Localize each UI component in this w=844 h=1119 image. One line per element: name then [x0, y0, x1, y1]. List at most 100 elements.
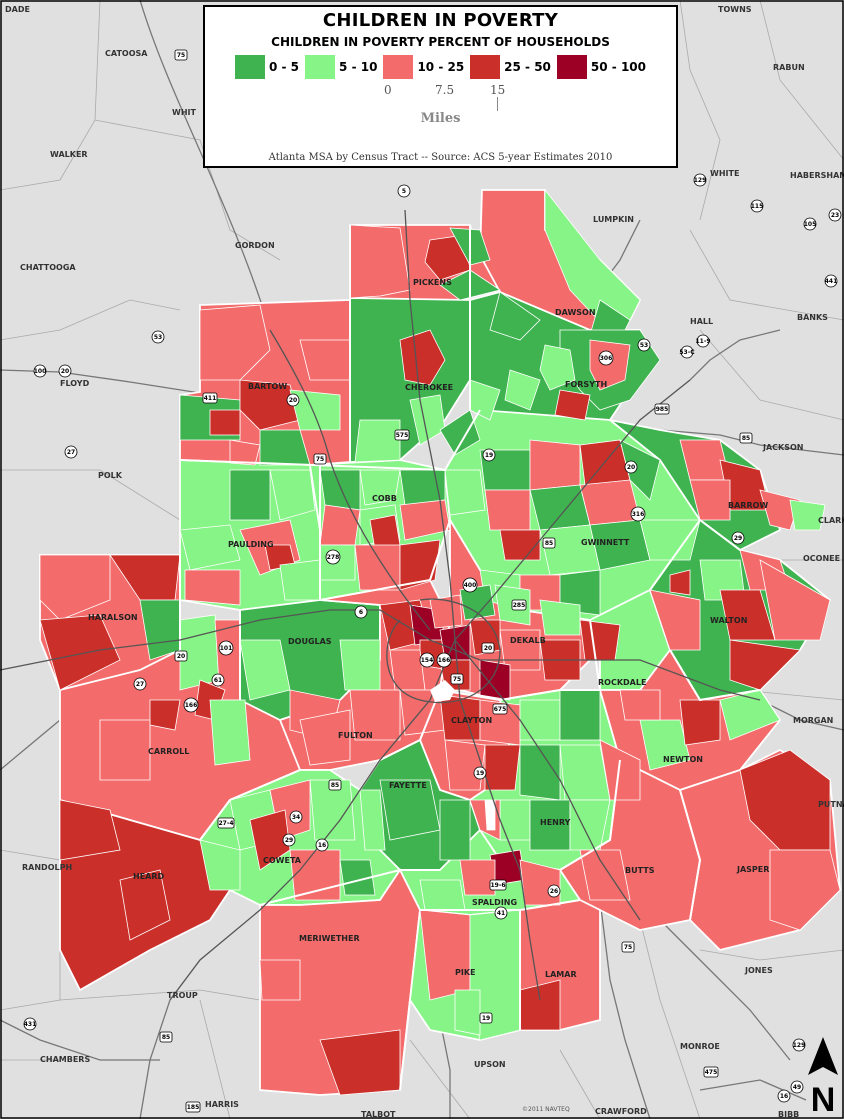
svg-text:19: 19	[482, 1015, 490, 1022]
svg-text:DEKALB: DEKALB	[510, 636, 546, 645]
shield-316: 316	[630, 506, 646, 522]
svg-text:85: 85	[331, 782, 339, 789]
north-arrow-icon: N	[808, 1037, 838, 1115]
svg-text:WALKER: WALKER	[50, 150, 88, 159]
scale-line	[497, 97, 498, 111]
shield-20c: 20	[624, 460, 638, 474]
svg-text:FULTON: FULTON	[338, 731, 373, 740]
legend-class-label: 0 - 5	[269, 60, 300, 74]
svg-text:JASPER: JASPER	[736, 865, 769, 874]
svg-text:SPALDING: SPALDING	[472, 898, 517, 907]
svg-text:19-6: 19-6	[490, 882, 505, 889]
shield-41: 41	[494, 906, 508, 920]
svg-text:101: 101	[220, 645, 233, 652]
svg-text:475: 475	[705, 1069, 718, 1076]
svg-text:CLAYTON: CLAYTON	[451, 716, 492, 725]
svg-text:TROUP: TROUP	[167, 991, 198, 1000]
svg-text:JACKSON: JACKSON	[762, 443, 804, 452]
shield-101: 101	[218, 640, 234, 656]
shield-85a: 85	[739, 432, 753, 444]
svg-text:HENRY: HENRY	[540, 818, 571, 827]
shield-23: 23	[828, 208, 842, 222]
svg-text:75: 75	[316, 456, 324, 463]
svg-text:WHITE: WHITE	[710, 169, 739, 178]
shield-27-4: 27-4	[217, 817, 235, 829]
shield-278: 278	[325, 549, 341, 565]
shield-26: 26	[547, 884, 561, 898]
svg-text:61: 61	[214, 677, 222, 684]
shield-75a: 75	[174, 49, 188, 61]
legend-class-label: 5 - 10	[339, 60, 378, 74]
shield-20d: 20	[481, 642, 495, 654]
route-shields: 75 5 53 100 20 411 20 575 75 19 306 53 1…	[23, 49, 842, 1113]
svg-text:41: 41	[497, 910, 505, 917]
svg-text:115: 115	[751, 203, 764, 210]
county-boundaries	[179, 225, 761, 1091]
svg-text:185: 185	[187, 1104, 200, 1111]
svg-text:19: 19	[485, 452, 493, 459]
shield-154: 154	[419, 652, 435, 668]
svg-text:575: 575	[396, 432, 409, 439]
svg-text:UPSON: UPSON	[474, 1060, 506, 1069]
tract-patches	[39, 188, 841, 1096]
shield-16b: 16	[777, 1089, 791, 1103]
svg-text:27: 27	[67, 449, 75, 456]
shield-985: 985	[654, 403, 670, 415]
svg-text:306: 306	[600, 355, 613, 362]
scale-unit: Miles	[420, 111, 461, 126]
legend-classes: 0 - 5 5 - 10 10 - 25 25 - 50 50 - 100	[205, 55, 676, 79]
legend-title: CHILDREN IN POVERTY	[322, 10, 559, 31]
shield-306: 306	[598, 350, 614, 366]
svg-text:DADE: DADE	[5, 5, 30, 14]
shield-6: 6	[354, 605, 368, 619]
shield-185: 185	[185, 1101, 201, 1113]
svg-text:20: 20	[484, 645, 492, 652]
svg-text:129: 129	[793, 1042, 806, 1049]
svg-text:285: 285	[513, 602, 526, 609]
shield-53: 53	[151, 330, 165, 344]
svg-text:CHATTOOGA: CHATTOOGA	[20, 263, 76, 272]
shield-475: 475	[703, 1066, 719, 1078]
shield-85c: 85	[328, 779, 342, 791]
county-labels: DADE CATOOSA WHIT WALKER CHATTOOGA GORDO…	[5, 5, 844, 1119]
svg-text:53: 53	[640, 342, 648, 349]
svg-text:75: 75	[177, 52, 185, 59]
svg-text:100: 100	[34, 368, 47, 375]
svg-text:HEARD: HEARD	[133, 872, 165, 881]
svg-text:FLOYD: FLOYD	[60, 379, 90, 388]
svg-text:RABUN: RABUN	[773, 63, 805, 72]
scale-tick-7-5: 7.5	[435, 83, 455, 97]
svg-text:FAYETTE: FAYETTE	[389, 781, 427, 790]
shield-400: 400	[462, 577, 478, 593]
svg-text:85: 85	[162, 1034, 170, 1041]
shield-16: 16	[315, 838, 329, 852]
svg-text:53: 53	[154, 334, 162, 341]
shield-19c: 19	[479, 1012, 493, 1024]
svg-text:16: 16	[318, 842, 326, 849]
legend-swatch	[305, 55, 336, 79]
shield-100: 100	[33, 364, 47, 378]
shield-129: 129	[693, 173, 707, 187]
svg-text:75: 75	[453, 676, 461, 683]
svg-text:BUTTS: BUTTS	[625, 866, 655, 875]
svg-text:29: 29	[285, 837, 293, 844]
svg-text:GWINNETT: GWINNETT	[581, 538, 630, 547]
svg-text:27-4: 27-4	[218, 820, 233, 827]
shield-27b: 27	[133, 677, 147, 691]
svg-text:985: 985	[656, 406, 669, 413]
copyright: ©2011 NAVTEQ	[522, 1106, 570, 1113]
svg-text:11-9: 11-9	[695, 338, 710, 345]
shield-19a: 19	[482, 448, 496, 462]
major-roads	[0, 209, 761, 1001]
shield-441: 441	[824, 274, 838, 288]
airport	[430, 680, 455, 702]
shield-85d: 85	[159, 1031, 173, 1043]
svg-text:ROCKDALE: ROCKDALE	[598, 678, 646, 687]
svg-text:49: 49	[793, 1084, 801, 1091]
legend-subtitle: CHILDREN IN POVERTY PERCENT OF HOUSEHOLD…	[271, 35, 610, 49]
north-label: N	[811, 1081, 836, 1115]
svg-text:431: 431	[24, 1021, 37, 1028]
svg-text:411: 411	[204, 395, 217, 402]
